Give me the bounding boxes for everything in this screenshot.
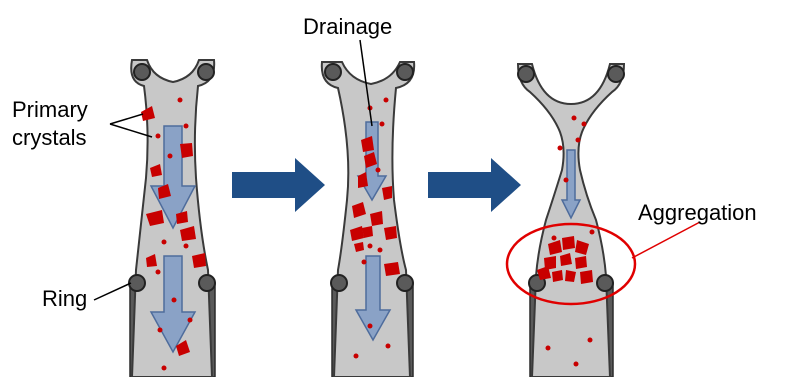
- panel-1-initial: [129, 60, 215, 377]
- top-hole: [518, 66, 534, 82]
- aggregation-label: Aggregation: [638, 200, 757, 225]
- top-hole: [397, 64, 413, 80]
- primary-crystals-label-line2: crystals: [12, 125, 87, 150]
- ring-node: [331, 275, 347, 291]
- melt-body: [518, 64, 624, 377]
- right-arrow-icon: [428, 158, 521, 212]
- right-arrow-icon: [232, 158, 325, 212]
- primary-crystals-leader: [110, 124, 152, 137]
- ring-node: [597, 275, 613, 291]
- ring-node: [199, 275, 215, 291]
- ring-node: [397, 275, 413, 291]
- top-hole: [608, 66, 624, 82]
- panel-2-drainage: [322, 62, 414, 377]
- panel-3-aggregation: [507, 64, 635, 377]
- ring-label: Ring: [42, 286, 87, 311]
- top-hole: [134, 64, 150, 80]
- primary-crystals-leader: [110, 114, 143, 124]
- top-hole: [325, 64, 341, 80]
- aggregation-leader: [632, 222, 700, 258]
- drainage-label: Drainage: [303, 14, 392, 39]
- primary-crystals-label-line1: Primary: [12, 97, 88, 122]
- ring-node: [129, 275, 145, 291]
- ring-leader: [94, 283, 131, 300]
- top-hole: [198, 64, 214, 80]
